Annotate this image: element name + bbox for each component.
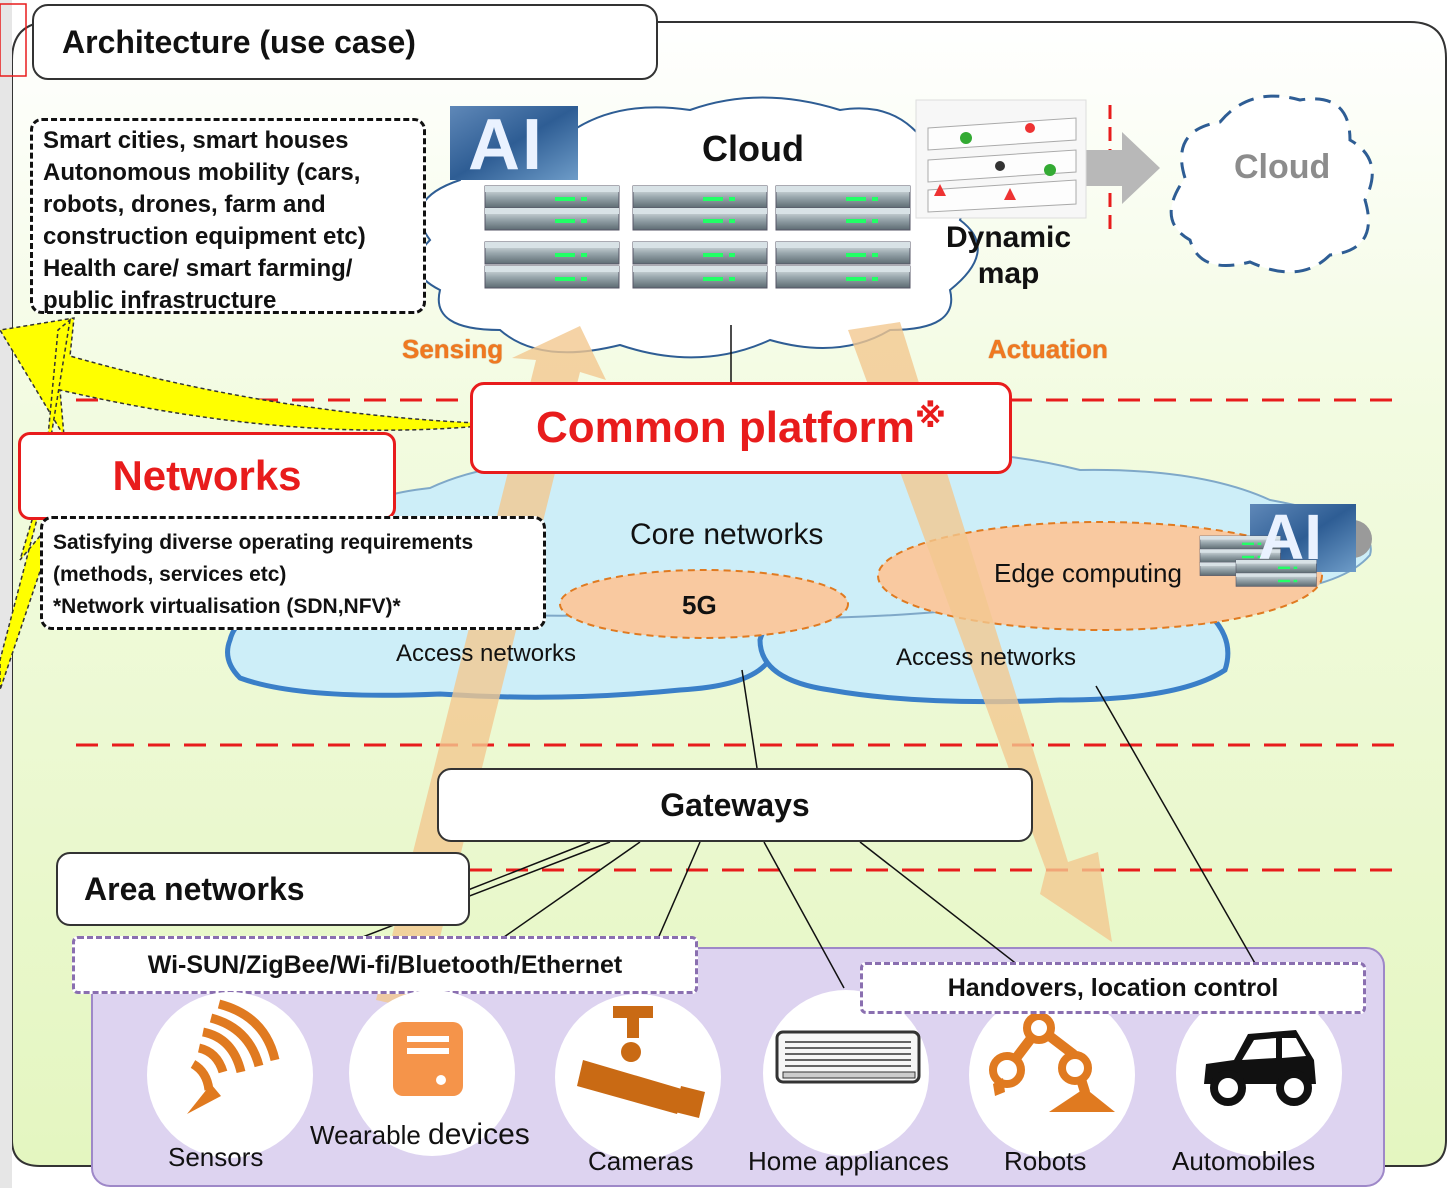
access-networks-right-label: Access networks — [896, 644, 1077, 671]
robot-arm-icon — [989, 1012, 1115, 1112]
networks-label: Networks — [112, 452, 302, 499]
ai-tile — [450, 106, 578, 180]
access-right-to-car — [1095, 685, 1261, 973]
edge-computing-label: Edge computing — [994, 558, 1182, 588]
protocols-box: Wi-SUN/ZigBee/Wi-fi/Bluetooth/Ethernet — [72, 936, 698, 994]
use-case-line: Autonomous mobility (cars, — [43, 159, 361, 186]
gateways-box: Gateways — [437, 768, 1033, 842]
device-circle-automobiles — [1176, 990, 1342, 1156]
cloud-label: Cloud — [702, 128, 804, 169]
network-note: *Network virtualisation (SDN,NFV)* — [53, 595, 401, 618]
dynamic-map-label-line2: map — [977, 257, 1040, 290]
handovers-box: Handovers, location control — [860, 962, 1366, 1014]
dynamic-map-image — [915, 99, 1087, 219]
device-label-wearables: Wearable devices — [310, 1118, 530, 1152]
wearable-icon — [393, 1022, 463, 1096]
use-case-line: public infrastructure — [43, 287, 277, 314]
ai-tile-label: AI — [468, 105, 544, 185]
networks-box: Networks — [18, 432, 396, 520]
sensing-label: Sensing — [402, 334, 504, 364]
edge-ai-label: AI — [1258, 501, 1322, 573]
handovers-label: Handovers, location control — [947, 973, 1279, 1002]
air-conditioner-icon — [775, 1030, 921, 1084]
access-networks-left-label: Access networks — [396, 640, 577, 667]
page-title: Architecture (use case) — [32, 4, 658, 80]
device-circle-home-appliances — [763, 990, 929, 1156]
grey-arrow — [1086, 132, 1160, 204]
network-note: (methods, services etc) — [53, 563, 287, 586]
device-label-cameras: Cameras — [588, 1146, 694, 1176]
device-circle-wearables — [349, 990, 515, 1156]
device-label-wearables-a: Wearable — [310, 1120, 429, 1150]
actuation-arrow — [848, 322, 1112, 942]
corner-marker — [0, 3, 27, 77]
use-case-line: construction equipment etc) — [43, 223, 366, 250]
car-icon — [1204, 1030, 1316, 1106]
network-notes: Satisfying diverse operating requirement… — [40, 516, 546, 630]
use-case-line: robots, drones, farm and — [43, 191, 326, 218]
left-strip — [0, 0, 12, 1188]
device-label-home-appliances: Home appliances — [748, 1146, 949, 1176]
use-case-line: Health care/ smart farming/ — [43, 255, 353, 282]
device-circle-cameras — [555, 994, 721, 1160]
actuation-label: Actuation — [988, 334, 1108, 364]
device-label-automobiles: Automobiles — [1172, 1146, 1316, 1176]
dynamic-map-label: Dynamic map — [946, 220, 1071, 292]
access-to-gateway — [741, 669, 758, 769]
common-platform-label: Common platform — [536, 403, 915, 452]
gateways-label: Gateways — [660, 786, 810, 823]
five-g-ellipse — [559, 569, 849, 639]
network-note: Satisfying diverse operating requirement… — [53, 531, 474, 554]
remote-cloud — [1169, 94, 1374, 274]
camera-icon — [577, 1006, 705, 1118]
five-g-label: 5G — [682, 590, 717, 620]
protocols-label: Wi-SUN/ZigBee/Wi-fi/Bluetooth/Ethernet — [147, 950, 623, 979]
device-label-robots: Robots — [1004, 1146, 1087, 1176]
core-networks-label: Core networks — [630, 518, 824, 551]
use-case-list: Smart cities, smart houses Autonomous mo… — [30, 118, 426, 314]
yellow-callout-arrow-1 — [0, 317, 501, 437]
remote-cloud-label: Cloud — [1234, 148, 1331, 186]
use-case-line: Smart cities, smart houses — [43, 127, 349, 154]
common-platform-mark: ※ — [914, 398, 946, 434]
common-platform-box: Common platform※ — [470, 382, 1012, 474]
signal-icon — [187, 999, 280, 1114]
device-label-sensors: Sensors — [168, 1142, 264, 1172]
area-networks-box: Area networks — [56, 852, 470, 926]
dynamic-map-label-line1: Dynamic — [946, 221, 1072, 254]
device-circle-robots — [969, 992, 1135, 1158]
device-label-wearables-b: devices — [428, 1118, 530, 1151]
sensing-arrow — [376, 326, 606, 1010]
page-title-text: Architecture (use case) — [62, 23, 416, 60]
device-circle-sensors — [147, 992, 313, 1158]
area-networks-label: Area networks — [84, 870, 305, 907]
